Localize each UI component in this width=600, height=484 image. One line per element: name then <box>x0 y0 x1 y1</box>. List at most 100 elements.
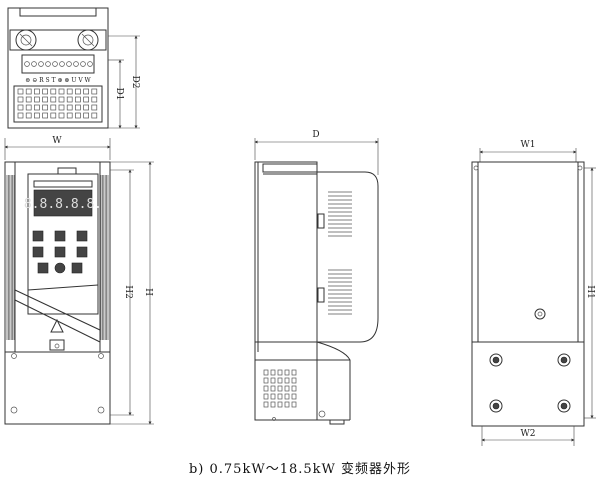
keypad-button <box>32 246 44 258</box>
vent-hole <box>291 377 297 384</box>
keypad <box>32 230 88 274</box>
vent-hole <box>277 385 283 392</box>
vent-hole <box>25 104 32 111</box>
terminal-stud <box>31 61 37 67</box>
bolt-icon <box>489 353 503 367</box>
svg-text:8.8.8.8.8.: 8.8.8.8.8. <box>24 197 102 212</box>
terminal-stud <box>87 61 93 67</box>
vent-hole <box>270 369 276 376</box>
vent-hole <box>17 96 24 103</box>
vent-hole <box>75 96 81 103</box>
vent-hole <box>284 385 290 392</box>
vent-hole <box>291 401 297 408</box>
bolt-center <box>560 402 568 410</box>
keypad-button <box>76 246 88 258</box>
vent-hole <box>83 88 89 95</box>
back-view: W1 H1 W2 <box>471 140 596 446</box>
dim-label-h1: H1 <box>585 285 595 299</box>
side-view: D <box>254 130 379 425</box>
terminal-stud <box>38 61 44 67</box>
keypad-button <box>37 262 49 274</box>
warning-triangle-icon <box>50 318 64 333</box>
vent-hole <box>75 112 81 119</box>
vent-hole <box>66 104 73 111</box>
bolt-center <box>492 402 500 410</box>
mounting-bolts <box>489 353 571 413</box>
vent-hole <box>50 88 57 95</box>
vent-hole <box>66 112 73 119</box>
vent-hole <box>83 112 89 119</box>
vent-grille <box>263 369 297 408</box>
vent-hole <box>91 104 98 111</box>
vent-hole <box>291 369 297 376</box>
figure-caption: b) 0.75kW～18.5kW 变频器外形 <box>188 462 412 477</box>
vent-hole <box>25 112 32 119</box>
keypad-knob <box>54 262 66 274</box>
vent-hole <box>50 96 57 103</box>
vent-hole <box>58 104 65 111</box>
vent-hole <box>17 112 24 119</box>
vent-hole <box>91 96 98 103</box>
vent-hole <box>263 369 269 376</box>
vent-hole <box>25 96 32 103</box>
terminal-block <box>24 61 93 67</box>
dim-label-h2: H2 <box>123 285 133 299</box>
terminal-stud <box>73 61 79 67</box>
heatsink-fins <box>6 175 109 340</box>
terminal-stud <box>52 61 58 67</box>
vent-hole <box>66 88 73 95</box>
bolt-icon <box>557 353 571 367</box>
terminal-stud <box>80 61 86 67</box>
fan-icon <box>15 29 37 51</box>
vent-hole <box>277 401 283 408</box>
vent-hole <box>270 393 276 400</box>
vent-hole <box>83 104 89 111</box>
dim-label-h: H <box>143 288 153 296</box>
vent-grille <box>17 88 98 119</box>
vent-hole <box>263 385 269 392</box>
keypad-button <box>71 262 83 274</box>
front-view: W 8.8.8.8.8. H2 H <box>4 136 154 425</box>
vent-hole <box>34 104 40 111</box>
vent-hole <box>91 112 98 119</box>
vent-hole <box>263 401 269 408</box>
vent-hole <box>66 96 73 103</box>
vent-hole <box>34 112 40 119</box>
fan-icon <box>77 29 99 51</box>
vent-hole <box>291 385 297 392</box>
vent-hole <box>17 104 24 111</box>
dim-label-w1: W1 <box>521 140 536 150</box>
vent-hole <box>75 104 81 111</box>
keypad-button <box>76 230 88 242</box>
bolt-center <box>560 356 568 364</box>
vent-slots <box>328 191 352 315</box>
vent-hole <box>42 104 48 111</box>
vent-hole <box>42 88 48 95</box>
dim-label-d1: D1 <box>114 88 124 101</box>
vent-hole <box>263 393 269 400</box>
vent-hole <box>270 377 276 384</box>
terminal-stud <box>24 61 30 67</box>
vent-hole <box>291 393 297 400</box>
vent-hole <box>42 112 48 119</box>
vent-hole <box>284 401 290 408</box>
vent-hole <box>75 88 81 95</box>
vent-hole <box>284 369 290 376</box>
vent-hole <box>83 96 89 103</box>
vent-hole <box>17 88 24 95</box>
keypad-button <box>54 230 66 242</box>
dim-label-w: W <box>52 136 62 146</box>
vent-hole <box>25 88 32 95</box>
terminal-stud <box>66 61 72 67</box>
vent-hole <box>277 393 283 400</box>
vent-hole <box>50 104 57 111</box>
dim-label-d: D <box>312 130 319 140</box>
terminal-stud <box>59 61 65 67</box>
vent-hole <box>58 112 65 119</box>
vent-hole <box>58 88 65 95</box>
mounting-bolt-icon <box>534 308 546 320</box>
vent-hole <box>34 96 40 103</box>
vent-hole <box>284 377 290 384</box>
dim-label-d2: D2 <box>130 76 140 89</box>
